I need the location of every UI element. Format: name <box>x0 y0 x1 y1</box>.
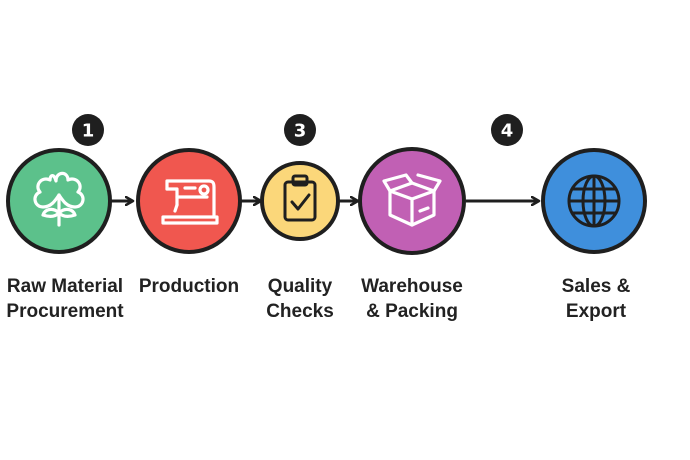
label-line-2: Procurement <box>6 301 124 322</box>
svg-text:1: 1 <box>82 121 95 142</box>
clipboard-check-icon <box>283 174 317 222</box>
label-line-1: Production <box>138 276 240 297</box>
step-label-warehouse: Warehouse & Packing <box>361 274 463 324</box>
step-label-sales: Sales & Export <box>562 274 631 324</box>
label-line-1: Sales & <box>561 276 631 297</box>
step-badge-3: 3 <box>284 114 316 146</box>
svg-text:4: 4 <box>501 121 514 142</box>
label-line-2: Checks <box>266 301 334 322</box>
step-label-raw-material: Raw Material Procurement <box>6 274 123 324</box>
step-badge-4: 4 <box>491 114 523 146</box>
label-line-1: Quality <box>267 276 333 297</box>
globe-icon <box>567 174 621 228</box>
step-label-quality: Quality Checks <box>266 274 334 324</box>
cotton-icon <box>33 171 85 227</box>
svg-text:3: 3 <box>294 121 307 142</box>
step-label-production: Production <box>139 274 239 299</box>
label-line-1: Raw Material <box>6 276 124 297</box>
label-line-1: Warehouse <box>361 276 463 297</box>
step-circle-production <box>136 148 242 254</box>
label-line-2: & Packing <box>366 301 458 322</box>
box-icon <box>382 173 442 227</box>
label-line-2: Export <box>565 301 627 322</box>
sewing-machine-icon <box>161 179 219 225</box>
step-badge-1: 1 <box>72 114 104 146</box>
step-circle-quality <box>260 161 340 241</box>
